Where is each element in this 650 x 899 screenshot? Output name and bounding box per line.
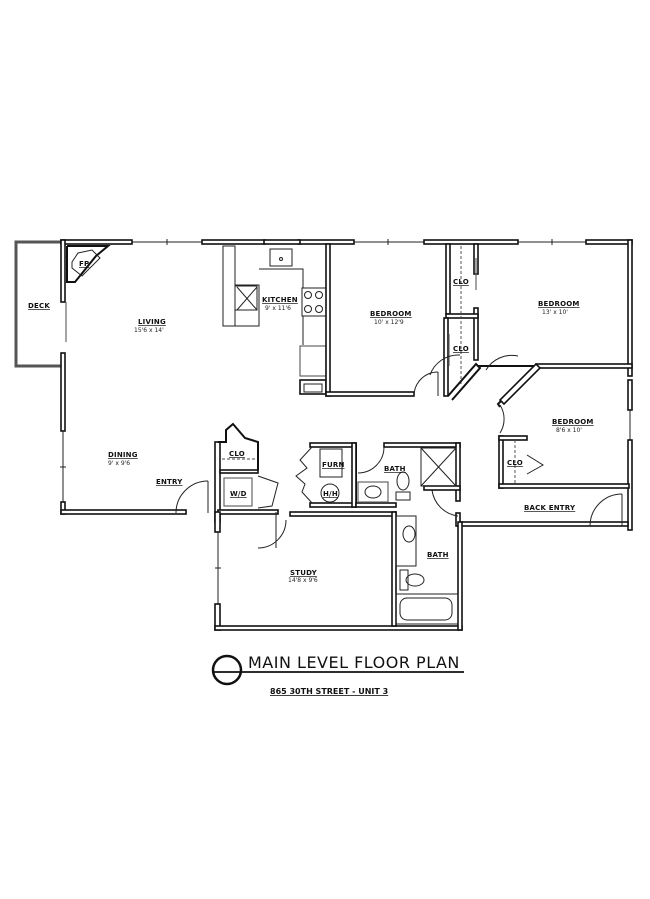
title-block: MAIN LEVEL FLOOR PLAN 865 30TH STREET - … [211,653,464,696]
bedroom-1-label: BEDROOM [370,310,412,318]
deck-label: DECK [28,302,50,310]
entry-door [175,480,209,514]
kitchen-sink [269,248,293,267]
bath-2-label: BATH [427,551,449,559]
deck [14,240,62,368]
dining-size: 9' x 9'6 [108,460,130,467]
living-label: LIVING [138,318,166,326]
toilet [396,471,410,491]
bedroom-3-walls [496,362,633,531]
bedroom-1-walls [325,243,439,397]
entry-closet-label: CLO [229,450,245,458]
laundry-label: W/D [230,490,247,498]
shower [420,447,457,487]
water-heater-label: H/H [323,490,338,498]
closets-center [429,243,482,401]
entry-closet-laundry [214,422,287,549]
plan-address: 865 30TH STREET - UNIT 3 [270,687,388,696]
refrigerator [299,345,327,377]
furnace-label: FURN [322,461,345,469]
study-label: STUDY [290,569,318,577]
plan-title: MAIN LEVEL FLOOR PLAN [248,653,460,672]
bedroom-2-walls [478,354,633,371]
living-size: 15'6 x 14' [134,327,164,334]
mechanical-room [295,442,357,508]
bath-1-label: BATH [384,465,406,473]
entry-label: ENTRY [156,478,183,486]
study-walls [214,511,463,631]
bedroom-3-label: BEDROOM [552,418,594,426]
fireplace: FP [66,245,111,283]
bath-2 [395,515,463,631]
back-entry-label: BACK ENTRY [524,504,576,512]
kitchen-size: 9' x 11'6 [265,305,291,312]
bedroom-3-size: 8'6 x 10' [556,427,582,434]
sink [364,485,382,499]
exterior-walls [60,239,633,515]
bath-1 [355,442,461,508]
closet-1-label: CLO [453,278,469,286]
bedroom-2-label: BEDROOM [538,300,580,308]
bedroom-2-size: 13' x 10' [542,309,568,316]
closet-3-label: CLO [507,459,523,467]
study-size: 14'8 x 9'6 [288,577,318,584]
closet-2-label: CLO [453,345,469,353]
fireplace-label: FP [79,260,89,268]
bedroom-1-size: 10' x 12'9 [374,319,404,326]
kitchen-fixtures [222,245,327,395]
kitchen-label: KITCHEN [262,296,298,304]
dining-label: DINING [108,451,138,459]
